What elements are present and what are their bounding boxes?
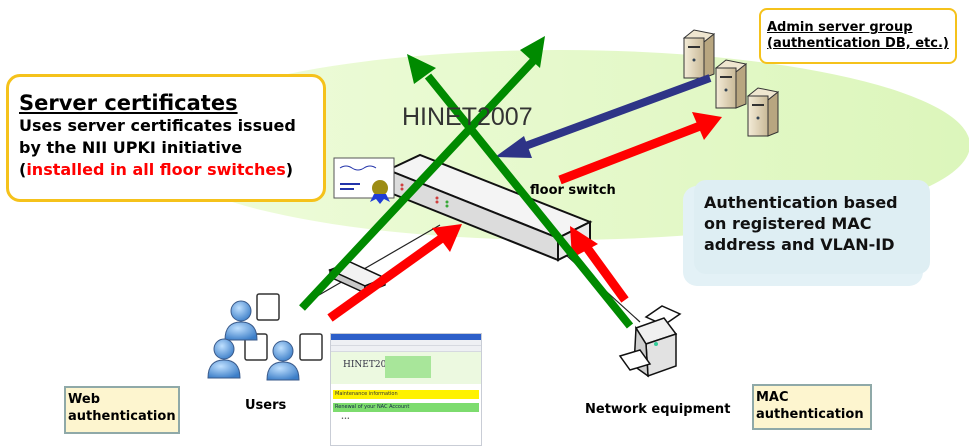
banner-bar: Renewal of your NAC Account <box>333 403 479 412</box>
callout-line: on registered MAC <box>704 214 872 233</box>
login-header: HINET2007 <box>331 352 481 384</box>
arrow-red-to-servers <box>558 112 722 185</box>
login-form <box>385 356 431 378</box>
callout-line: (installed in all floor switches) <box>19 159 313 181</box>
notice-bar: Maintenance information <box>333 390 479 399</box>
server-certificates-callout: Server certificates Uses server certific… <box>6 74 326 202</box>
browser-titlebar <box>331 334 481 340</box>
body-text: ••• <box>341 416 350 422</box>
callout-body: Uses server certificates issued by the N… <box>19 115 313 181</box>
arrow-green-printer-out <box>407 54 634 329</box>
paren-open: ( <box>19 160 27 179</box>
web-login-screenshot: HINET2007 Maintenance information Renewa… <box>330 333 482 446</box>
tag-line: Web <box>68 392 100 407</box>
arrow-red-printer-to-switch <box>570 226 629 303</box>
printer-icon <box>618 305 682 378</box>
arrow-red-hub-to-switch <box>327 224 462 322</box>
certificate-icon <box>333 157 395 204</box>
callout-line: by the NII UPKI initiative <box>19 138 243 157</box>
tag-line: MAC <box>756 390 789 405</box>
tag-line: authentication <box>68 409 176 424</box>
network-name-label: HINET2007 <box>402 103 533 131</box>
network-equipment-label: Network equipment <box>585 402 731 417</box>
tag-line: authentication <box>756 407 864 422</box>
arrow-green-users-out <box>299 36 545 311</box>
cable-hub-switch <box>299 224 441 307</box>
users-label: Users <box>245 398 287 413</box>
callout-line: Admin server group <box>767 20 913 35</box>
floor-switch-label: floor switch <box>530 183 616 198</box>
callout-line: address and VLAN-ID <box>704 235 895 254</box>
callout-line: (authentication DB, etc.) <box>767 36 949 51</box>
mac-registration-callout: Authentication based on registered MAC a… <box>694 180 930 274</box>
paren-close: ) <box>285 160 294 179</box>
admin-server-callout: Admin server group (authentication DB, e… <box>759 8 957 64</box>
callout-title: Server certificates <box>19 91 238 115</box>
callout-line: Uses server certificates issued <box>19 116 296 135</box>
callout-line: Authentication based <box>704 193 898 212</box>
web-authentication-tag: Web authentication <box>64 386 180 434</box>
mac-authentication-tag: MAC authentication <box>752 384 872 430</box>
site-logo: HINET2007 <box>343 360 398 370</box>
user-workstations-icon <box>207 293 323 381</box>
browser-toolbar <box>331 340 481 346</box>
highlight-text: installed in all floor switches <box>26 160 286 179</box>
arrow-blue-to-switch <box>495 74 712 158</box>
browser-addressbar <box>331 346 481 352</box>
server-tower-icon <box>682 29 780 137</box>
